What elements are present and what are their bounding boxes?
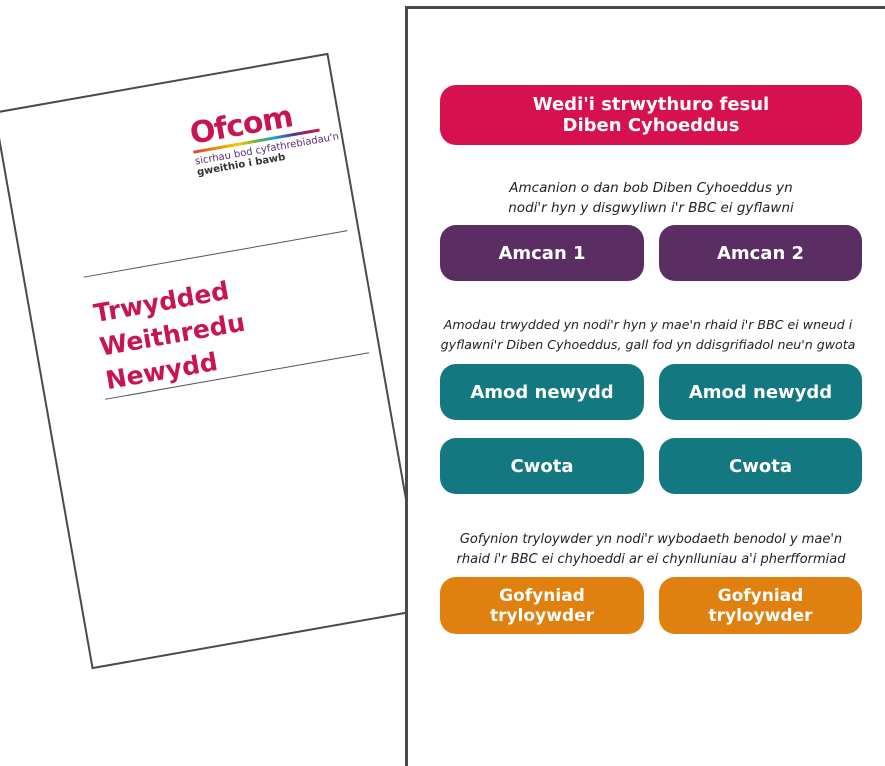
- ofcom-logo: Ofcom sicrhau bod cyfathrebiadau'n gweit…: [187, 96, 340, 178]
- condition-box-1: Amod newydd: [440, 364, 644, 420]
- objective-label-1: Amcan 1: [498, 242, 586, 264]
- conditions-caption: Amodau trwydded yn nodi'r hyn y mae'n rh…: [412, 315, 884, 355]
- quota-box-1: Cwota: [440, 438, 644, 494]
- quota-box-2: Cwota: [659, 438, 862, 494]
- transparency-label-1-line2: tryloywder: [490, 605, 594, 626]
- objectives-caption-line2: nodi'r hyn y disgwyliwn i'r BBC ei gyfla…: [508, 200, 794, 216]
- licence-document: Ofcom sicrhau bod cyfathrebiadau'n gweit…: [0, 52, 427, 670]
- conditions-caption-line1: Amodau trwydded yn nodi'r hyn y mae'n rh…: [443, 317, 853, 332]
- transparency-label-1-line1: Gofyniad: [499, 585, 585, 606]
- transparency-box-1: Gofyniad tryloywder: [440, 577, 644, 634]
- conditions-caption-line2: gyflawni'r Diben Cyhoeddus, gall fod yn …: [440, 337, 856, 352]
- condition-label-2: Amod newydd: [688, 381, 833, 403]
- objectives-caption-line1: Amcanion o dan bob Diben Cyhoeddus yn: [509, 180, 793, 196]
- transparency-label-2-line2: tryloywder: [708, 605, 813, 626]
- transparency-caption-line1: Gofynion tryloywder yn nodi'r wybodaeth …: [459, 532, 843, 547]
- transparency-box-2: Gofyniad tryloywder: [659, 577, 862, 634]
- transparency-caption: Gofynion tryloywder yn nodi'r wybodaeth …: [420, 530, 882, 570]
- public-purpose-header: Wedi'i strwythuro fesul Diben Cyhoeddus: [440, 85, 862, 145]
- header-line1: Wedi'i strwythuro fesul: [532, 94, 770, 115]
- objective-label-2: Amcan 2: [716, 242, 805, 264]
- objectives-caption: Amcanion o dan bob Diben Cyhoeddus yn no…: [420, 178, 882, 218]
- quota-label-1: Cwota: [510, 455, 574, 477]
- objective-box-1: Amcan 1: [440, 225, 644, 281]
- condition-label-1: Amod newydd: [470, 381, 614, 403]
- header-line2: Diben Cyhoeddus: [562, 115, 740, 136]
- quota-label-2: Cwota: [729, 455, 792, 477]
- objective-box-2: Amcan 2: [659, 225, 862, 281]
- transparency-label-2-line1: Gofyniad: [717, 585, 804, 606]
- transparency-caption-line2: rhaid i'r BBC ei chyhoeddi ar ei chynllu…: [456, 552, 846, 567]
- condition-box-2: Amod newydd: [659, 364, 862, 420]
